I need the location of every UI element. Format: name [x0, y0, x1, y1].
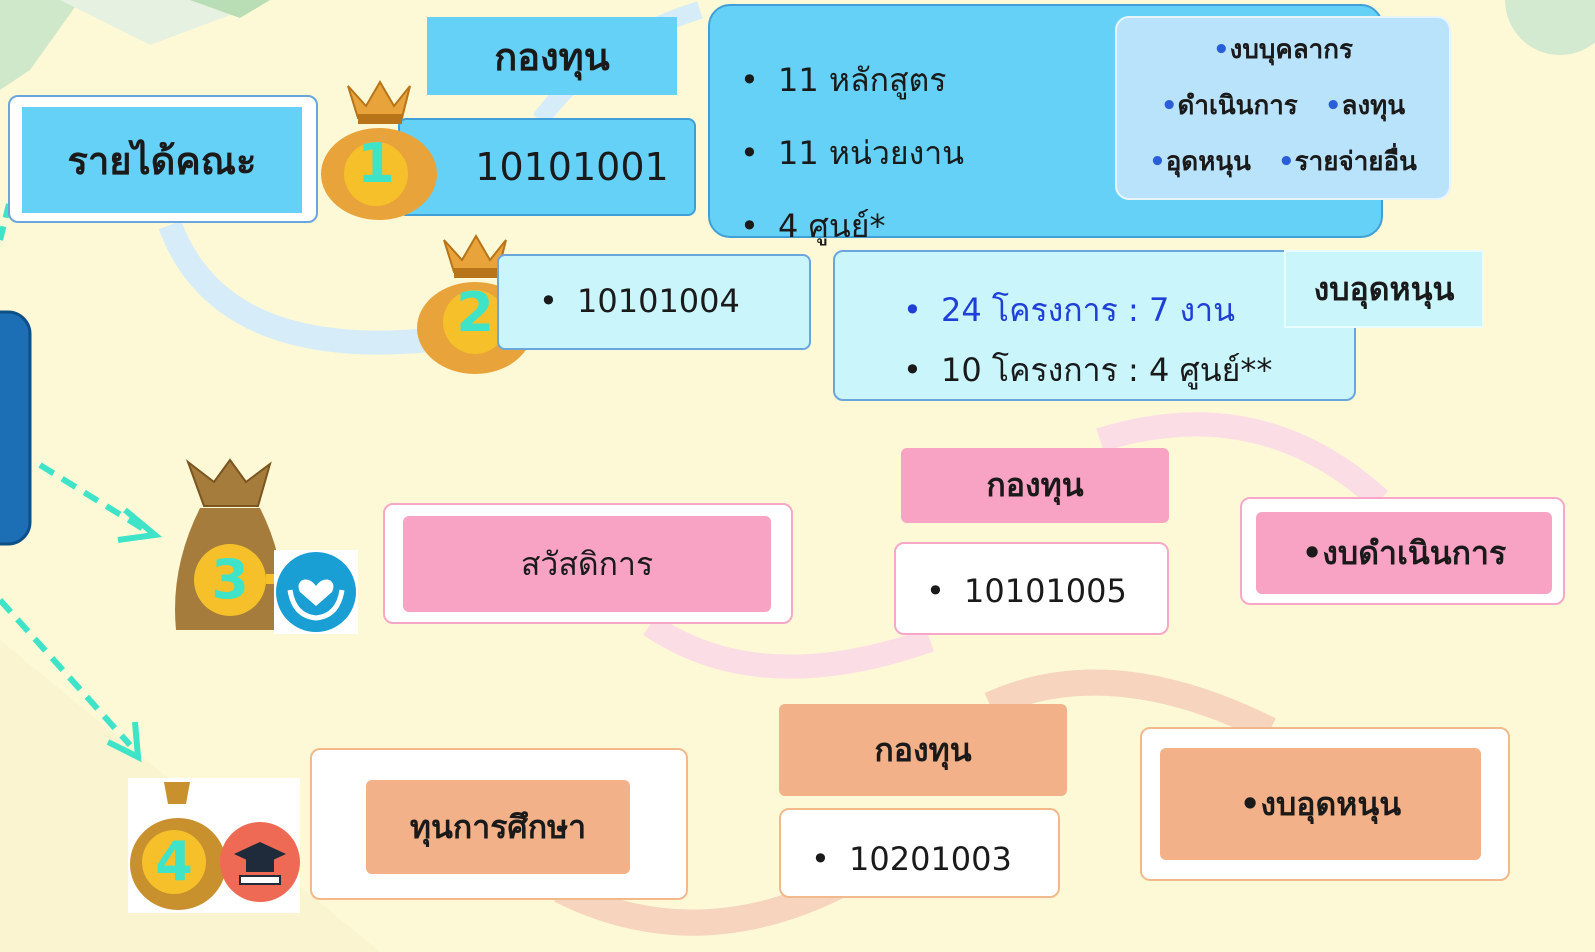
welfare-label: สวัสดิการ — [403, 516, 771, 612]
fund-code-box-4: 10201003 — [779, 808, 1060, 898]
scope-list: 11 หลักสูตร 11 หน่วยงาน 4 ศูนย์* — [730, 44, 964, 263]
budget-type-other: รายจ่ายอื่น — [1294, 147, 1417, 177]
revenue-label: รายได้คณะ — [22, 107, 302, 213]
arrow-head — [106, 721, 142, 763]
operation-budget-label: •งบดำเนินการ — [1256, 512, 1552, 594]
left-blue-tab — [0, 310, 32, 546]
corner-leaf-left — [0, 0, 80, 90]
scope-item: 11 หลักสูตร — [730, 44, 964, 117]
subsidy-budget-label-4: •งบอุดหนุน — [1160, 748, 1481, 860]
dashed-arrow-icon — [38, 462, 147, 533]
project-item-2: 10 โครงการ : 4 ศูนย์** — [893, 340, 1272, 400]
fund-code-list-3: 10101005 — [916, 572, 1127, 610]
projects-box: 24 โครงการ : 7 งาน 10 โครงการ : 4 ศูนย์*… — [833, 250, 1356, 401]
budget-types-line-1: •งบบุคลากร — [1213, 35, 1353, 65]
budget-type-investment: ลงทุน — [1341, 91, 1406, 121]
scope-item: 11 หน่วยงาน — [730, 117, 964, 190]
corner-leaf-white — [60, 0, 270, 45]
orange-curve-arrow-top — [984, 669, 1276, 742]
fund-code-4: 10201003 — [801, 840, 1012, 878]
budget-type-operation: ดำเนินการ — [1177, 91, 1298, 121]
subsidy-budget-label: งบอุดหนุน — [1284, 250, 1484, 328]
fund-label-3: กองทุน — [901, 448, 1169, 523]
budget-type-personnel: งบบุคลากร — [1229, 35, 1353, 65]
fund-label-4: กองทุน — [779, 704, 1067, 796]
dashed-arrow-icon — [0, 597, 133, 748]
orange-curve-arrow-bottom — [554, 868, 857, 936]
money-bag-icon — [128, 778, 300, 913]
budget-type-subsidy: อุดหนุน — [1165, 147, 1251, 177]
fund-code-2: 10101004 — [529, 282, 740, 320]
fund-code-list-4: 10201003 — [801, 840, 1012, 878]
blue-curve-arrow — [158, 220, 432, 355]
pink-curve-arrow-top — [1096, 412, 1389, 509]
fund-code-3: 10101005 — [916, 572, 1127, 610]
fund-code-1: 10101001 — [398, 118, 696, 216]
money-bag-icon — [321, 80, 437, 220]
bag-number-1: 1 — [357, 132, 395, 195]
projects-list: 24 โครงการ : 7 งาน 10 โครงการ : 4 ศูนย์*… — [893, 280, 1272, 400]
scope-item: 4 ศูนย์* — [730, 190, 964, 263]
bag-number-3: 3 — [211, 548, 249, 611]
pink-curve-arrow-bottom — [643, 615, 934, 679]
arrow-head — [117, 507, 163, 543]
project-item-1: 24 โครงการ : 7 งาน — [893, 280, 1272, 340]
budget-types-line-2: •ดำเนินการ •ลงทุน — [1160, 91, 1406, 121]
money-bag-icon — [175, 458, 358, 634]
fund-code-list-2: 10101004 — [529, 282, 740, 320]
scholarship-label: ทุนการศึกษา — [366, 780, 630, 874]
fund-label-1: กองทุน — [427, 17, 677, 95]
bag-number-2: 2 — [456, 281, 494, 344]
budget-types-line-3: •อุดหนุน •รายจ่ายอื่น — [1149, 147, 1417, 177]
budget-types-box: •งบบุคลากร •ดำเนินการ •ลงทุน •อุดหนุน •ร… — [1115, 16, 1451, 200]
corner-leaf-right — [1505, 0, 1595, 55]
corner-leaf-green — [190, 0, 270, 18]
bag-number-4: 4 — [155, 830, 193, 893]
fund-code-box-2: 10101004 — [497, 254, 811, 350]
fund-code-box-3: 10101005 — [894, 542, 1169, 635]
